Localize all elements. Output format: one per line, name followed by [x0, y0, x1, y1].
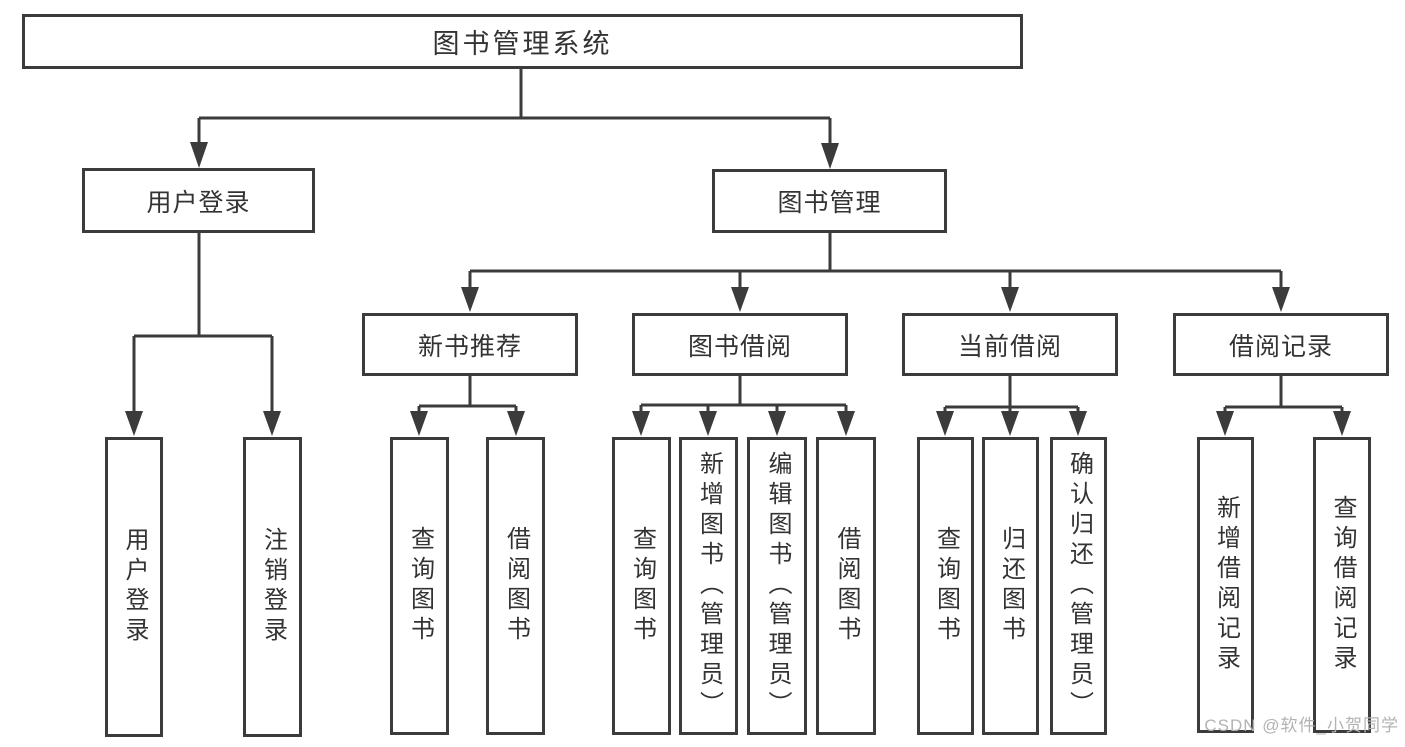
leaf-edit-books-admin: 编辑图书（管理员） — [747, 437, 807, 735]
node-label: 借阅图书 — [502, 526, 530, 646]
node-label: 查询图书 — [932, 526, 960, 646]
connector-book-borrow-children — [632, 376, 855, 436]
node-label: 查询图书 — [628, 526, 656, 646]
node-label: 图书管理系统 — [432, 29, 613, 59]
leaf-borrow-borrow-books: 借阅图书 — [816, 437, 876, 735]
leaf-recommend-query-books: 查询图书 — [390, 437, 449, 735]
node-new-book-recommend: 新书推荐 — [362, 313, 578, 376]
node-book-management: 图书管理 — [712, 169, 947, 233]
node-label: 借阅图书 — [833, 526, 860, 646]
node-borrow-records: 借阅记录 — [1173, 313, 1389, 376]
connector-current-borrow-children — [936, 376, 1087, 436]
node-label: 查询借阅记录 — [1329, 495, 1356, 675]
leaf-add-books-admin: 新增图书（管理员） — [679, 437, 738, 735]
leaf-add-borrow-record: 新增借阅记录 — [1197, 437, 1254, 733]
node-book-borrow: 图书借阅 — [632, 313, 848, 376]
node-label: 归还图书 — [997, 526, 1025, 646]
leaf-confirm-return-admin: 确认归还（管理员） — [1050, 437, 1107, 735]
node-label: 新增图书（管理员） — [695, 451, 723, 721]
connector-borrow-records-children — [1216, 376, 1351, 436]
node-current-borrow: 当前借阅 — [902, 313, 1118, 376]
leaf-user-login: 用户登录 — [105, 437, 163, 737]
node-label: 新增借阅记录 — [1212, 495, 1240, 675]
node-label: 编辑图书（管理员） — [764, 451, 791, 721]
leaf-recommend-borrow-books: 借阅图书 — [486, 437, 545, 735]
node-label: 用户登录 — [146, 188, 251, 217]
leaf-current-query-books: 查询图书 — [917, 437, 974, 735]
node-label: 注销登录 — [259, 527, 287, 647]
node-user-login: 用户登录 — [82, 168, 315, 233]
connector-new-book-children — [410, 376, 525, 436]
node-label: 借阅记录 — [1228, 332, 1333, 361]
node-label: 确认归还（管理员） — [1065, 451, 1093, 721]
leaf-logout: 注销登录 — [243, 437, 302, 737]
leaf-return-books: 归还图书 — [982, 437, 1039, 735]
connector-user-login-children — [125, 233, 281, 436]
node-label: 查询图书 — [406, 526, 434, 646]
leaf-query-borrow-record: 查询借阅记录 — [1313, 437, 1371, 733]
leaf-borrow-query-books: 查询图书 — [612, 437, 671, 735]
csdn-watermark: CSDN @软件_小贺同学 — [1204, 716, 1399, 735]
node-label: 新书推荐 — [417, 332, 522, 361]
node-label: 图书借阅 — [687, 332, 792, 361]
node-label: 当前借阅 — [957, 332, 1062, 361]
node-library-system: 图书管理系统 — [22, 14, 1023, 69]
connector-root-split — [190, 69, 839, 169]
node-label: 用户登录 — [121, 527, 148, 647]
node-label: 图书管理 — [777, 189, 882, 217]
connector-book-mgmt-children — [461, 233, 1290, 312]
